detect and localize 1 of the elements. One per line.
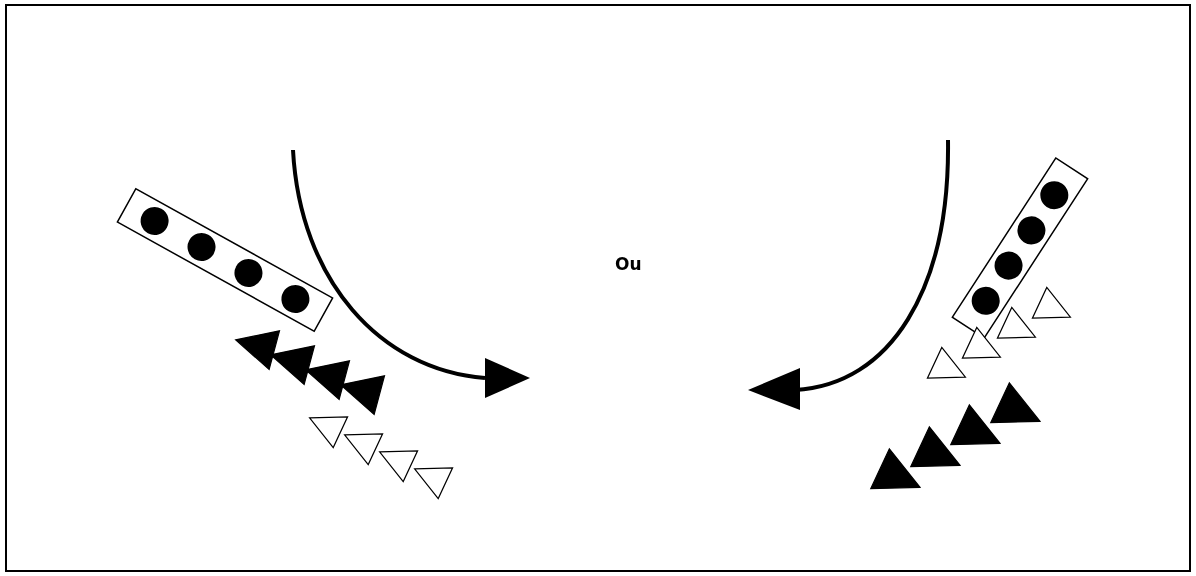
region-label: Ou — [615, 254, 642, 274]
